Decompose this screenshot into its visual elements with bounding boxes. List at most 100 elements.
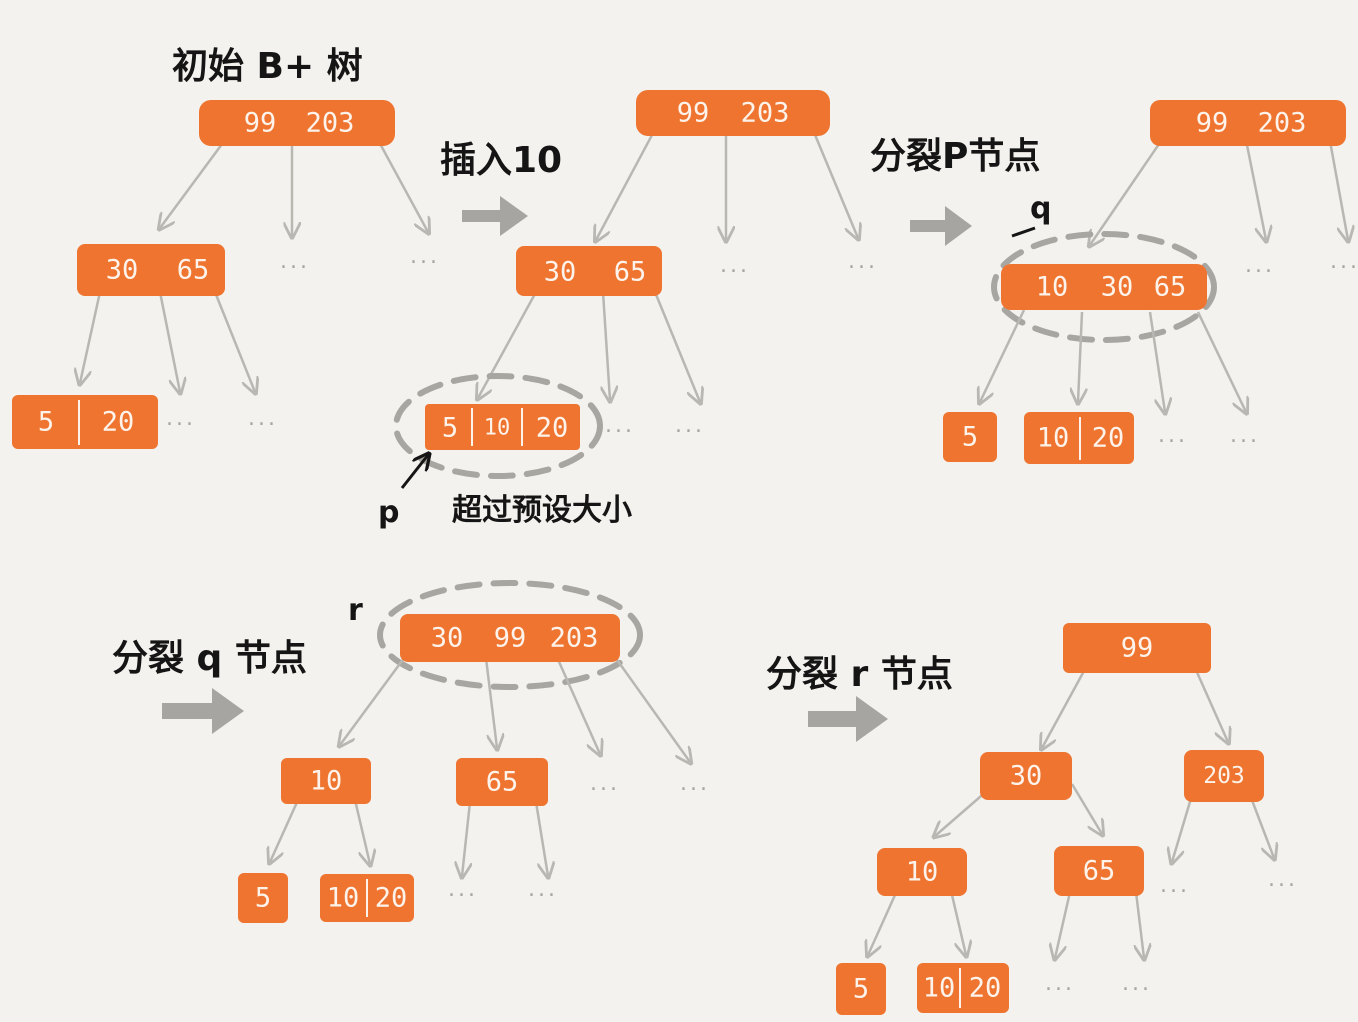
- edge: [653, 291, 700, 402]
- key: 99: [494, 623, 527, 654]
- key: 20: [536, 413, 569, 444]
- internal-node: 30: [980, 752, 1072, 800]
- leaf-node: 5: [238, 873, 288, 923]
- key: 5: [442, 413, 458, 444]
- key: 20: [375, 883, 408, 914]
- edge: [554, 654, 600, 754]
- edge: [478, 291, 538, 398]
- edge: [1196, 311, 1246, 412]
- ellipsis: ...: [1158, 423, 1188, 448]
- key: 99: [1196, 108, 1229, 139]
- p-marker: p: [378, 495, 399, 530]
- edge: [158, 291, 180, 392]
- split-highlight-ring: [377, 580, 643, 690]
- key: 5: [853, 974, 869, 1005]
- edge: [483, 649, 497, 748]
- stage-insert: 插入10 ... ... ... ... 99 203 30 65 5 10: [378, 90, 878, 530]
- ellipsis: ...: [848, 249, 878, 274]
- edge: [1055, 891, 1072, 958]
- edge: [1042, 659, 1092, 748]
- ellipsis: ...: [448, 877, 478, 902]
- leaf-node: 5 20: [12, 395, 158, 449]
- leaf-node: 5: [836, 963, 886, 1015]
- key: 20: [102, 407, 135, 438]
- edge: [462, 801, 470, 876]
- stage-initial: 初始 B+ 树 ... ... ... ... 99 203 30 65 5 2…: [12, 46, 440, 449]
- edge: [1244, 139, 1266, 240]
- r-marker: r: [348, 593, 363, 628]
- internal-node: 30 65: [516, 246, 662, 296]
- pointer-arrow-icon: [400, 455, 428, 489]
- key: 5: [962, 422, 978, 453]
- ellipsis: ...: [1230, 423, 1260, 448]
- key: 10: [1037, 423, 1070, 454]
- ellipsis: ...: [605, 413, 635, 438]
- internal-node: 203: [1184, 750, 1264, 802]
- ellipsis: ...: [1245, 253, 1275, 278]
- edge: [603, 291, 610, 400]
- key: 65: [614, 257, 647, 288]
- split-highlight-ring: [991, 231, 1217, 343]
- ellipsis: ...: [720, 253, 750, 278]
- ellipsis: ...: [1330, 249, 1358, 274]
- key: 65: [177, 255, 210, 286]
- edge: [160, 139, 227, 228]
- transition-arrow-icon: [910, 206, 972, 246]
- key: 5: [38, 407, 54, 438]
- transition-arrow-icon: [162, 688, 244, 734]
- edge: [1078, 311, 1082, 402]
- overflow-leaf-node: 5 10 20: [425, 404, 580, 450]
- edge: [596, 119, 662, 240]
- split-r-label: 分裂 r 节点: [766, 654, 953, 695]
- stage-split-p: 分裂P节点 q ... ... ... ... 99 203 10 30 65 …: [870, 100, 1358, 464]
- ellipsis: ...: [590, 771, 620, 796]
- stage-split-r: 分裂 r 节点 ... ... ... ... 99 30 203 10: [766, 623, 1295, 1015]
- key: 10: [923, 973, 956, 1004]
- key: 65: [1083, 856, 1116, 887]
- key: 203: [306, 108, 355, 139]
- edge: [1148, 311, 1165, 412]
- ellipsis: ...: [248, 406, 278, 431]
- leaf-node: 10 20: [320, 874, 414, 922]
- ellipsis: ...: [280, 249, 310, 274]
- internal-node-q: 10 30 65: [1001, 264, 1207, 310]
- ellipsis: ...: [410, 244, 440, 269]
- edge: [1326, 129, 1348, 240]
- edge: [806, 117, 858, 238]
- internal-node: 65: [456, 758, 548, 806]
- key: 30: [544, 257, 577, 288]
- edge: [935, 789, 989, 836]
- ellipsis: ...: [528, 877, 558, 902]
- edge: [376, 139, 428, 232]
- edge: [270, 799, 300, 862]
- key: 10: [310, 766, 343, 797]
- key: 99: [677, 98, 710, 129]
- overflow-highlight-ring: [393, 373, 603, 479]
- q-marker: q: [1030, 191, 1051, 226]
- key: 203: [1203, 763, 1245, 789]
- ellipsis: ...: [1045, 971, 1075, 996]
- key: 30: [1101, 272, 1134, 303]
- edge: [1172, 794, 1194, 862]
- key: 203: [1258, 108, 1307, 139]
- key: 30: [1010, 761, 1043, 792]
- key: 99: [1121, 633, 1154, 664]
- edge: [213, 291, 255, 392]
- edge: [1248, 794, 1274, 858]
- key: 30: [431, 623, 464, 654]
- edge: [340, 649, 412, 745]
- edge: [868, 894, 897, 955]
- split-p-label: 分裂P节点: [870, 136, 1040, 177]
- edge: [1070, 783, 1102, 834]
- leaf-node: 10 20: [1024, 412, 1134, 464]
- ellipsis: ...: [1160, 873, 1190, 898]
- root-node: 99 203: [199, 100, 395, 146]
- internal-node: 10: [281, 758, 371, 804]
- edge: [1136, 891, 1144, 958]
- exceeds-size-label: 超过预设大小: [452, 493, 632, 528]
- ellipsis: ...: [680, 771, 710, 796]
- key: 30: [106, 255, 139, 286]
- key: 20: [1092, 423, 1125, 454]
- split-q-label: 分裂 q 节点: [112, 638, 307, 679]
- key: 10: [1036, 272, 1069, 303]
